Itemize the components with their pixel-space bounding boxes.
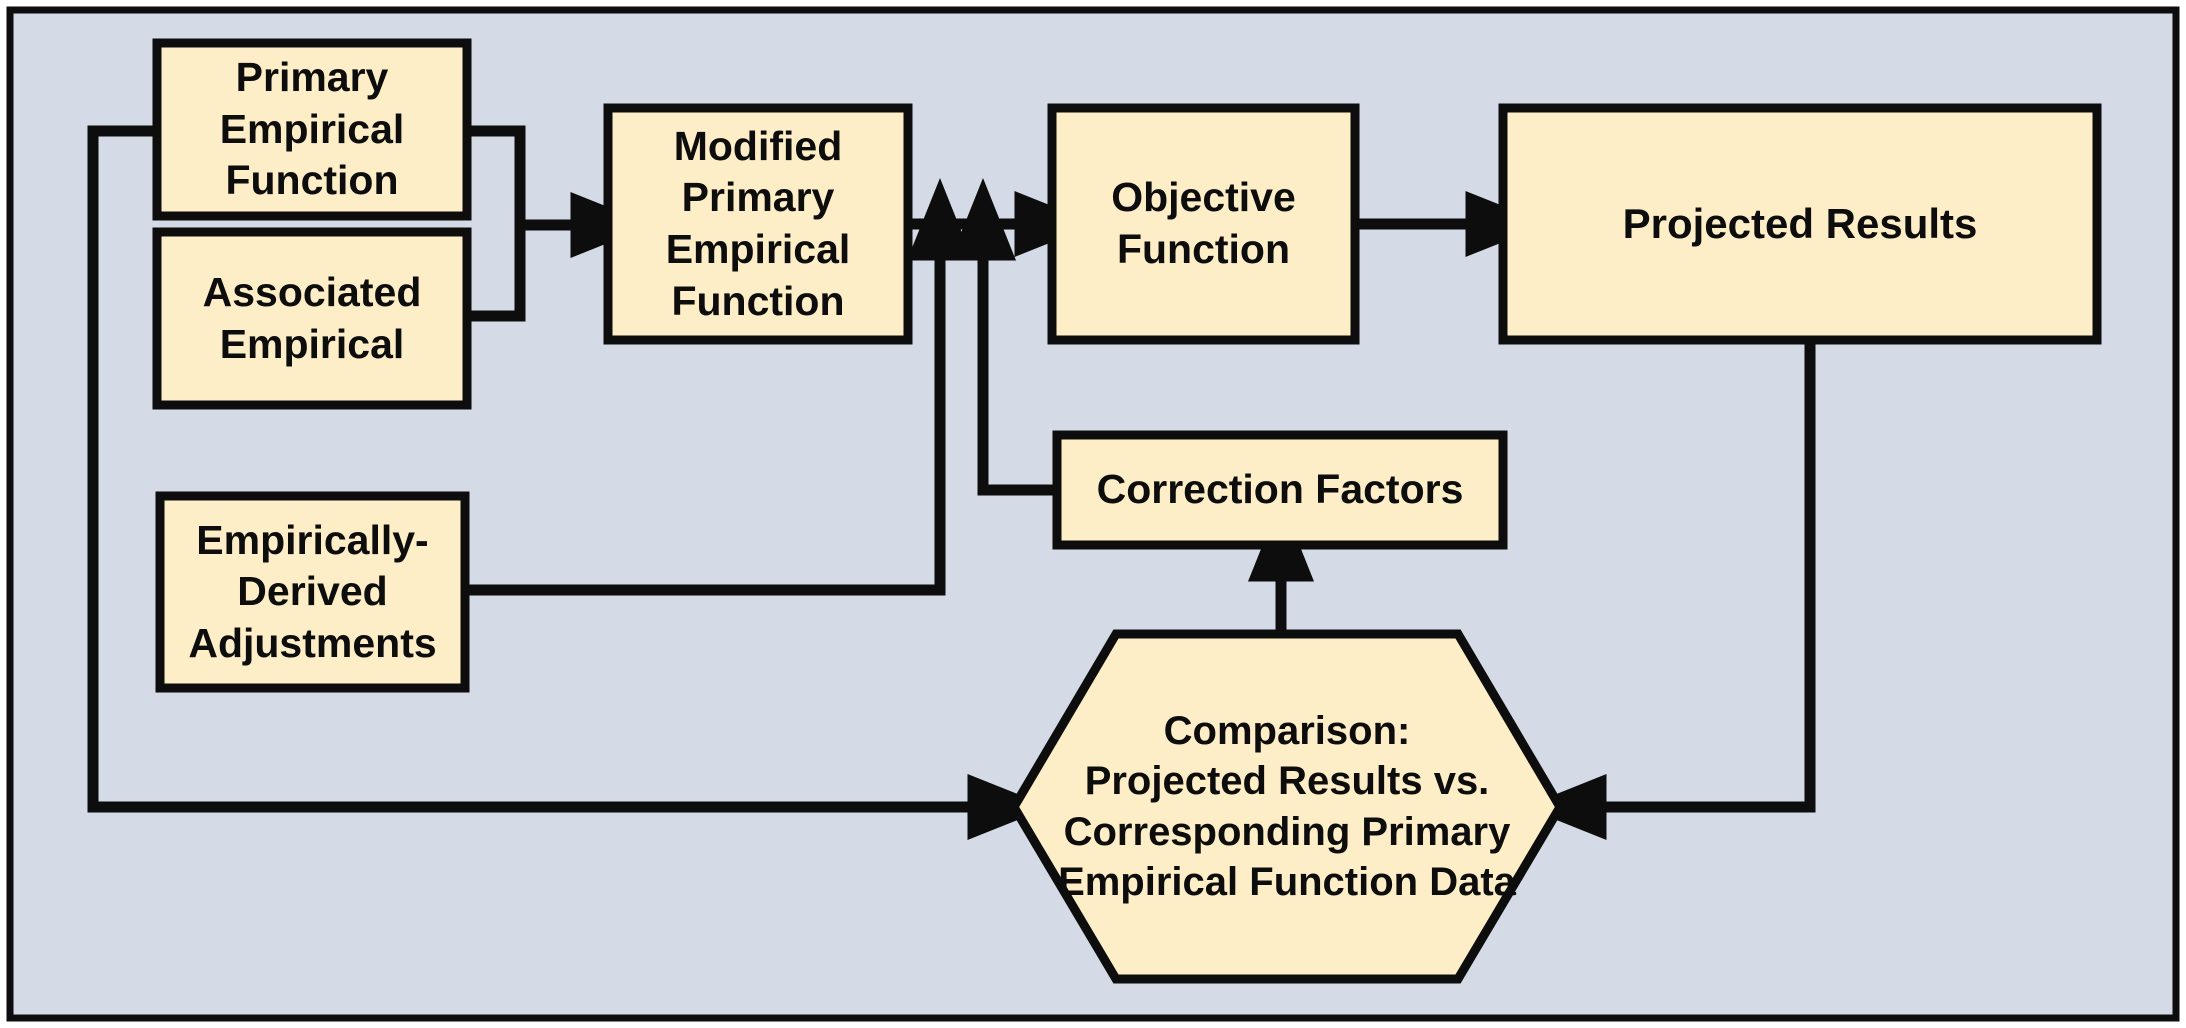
edge-primary-to-comparison [87,125,1050,840]
edge-primary-to-modified [467,125,653,258]
node-modified-primary-empirical-function[interactable] [603,103,913,345]
edge-associated-to-modified [467,225,526,322]
node-correction-factors[interactable] [1052,430,1508,550]
node-empirically-derived-adjustments[interactable] [155,491,470,693]
edge-correction-to-link [950,178,1057,496]
node-objective-function[interactable] [1047,103,1360,345]
node-associated-empirical[interactable] [152,227,472,410]
node-projected-results[interactable] [1498,103,2102,345]
node-comparison-hexagon[interactable] [1008,629,1566,984]
edge-projected-to-comparison [1524,340,1816,840]
node-primary-empirical-function[interactable] [152,38,472,221]
edge-adjustments-to-link [465,178,973,596]
